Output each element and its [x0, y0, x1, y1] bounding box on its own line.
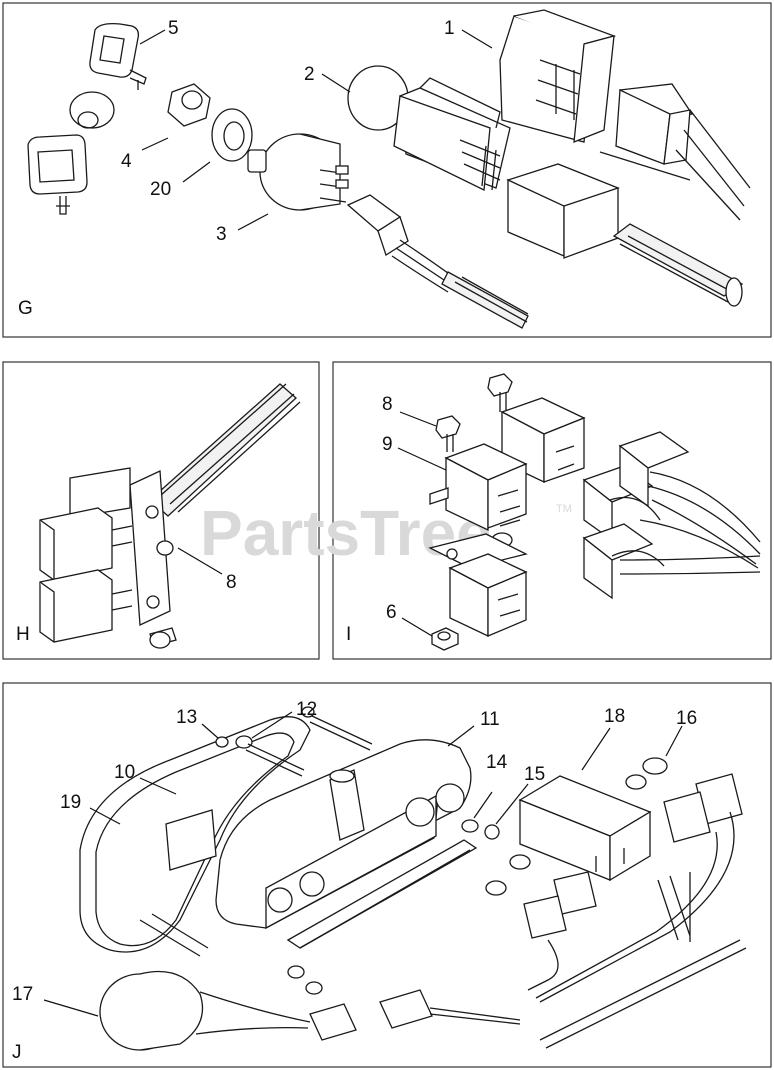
panel-i: PartsTree TM: [200, 361, 772, 660]
callout-j-14: 14: [486, 752, 508, 773]
relay-bracket-drawing: [39, 383, 301, 649]
callout-j-15: 15: [524, 764, 545, 785]
gasket-drawing: [79, 716, 311, 957]
panel-j: 13 12 11 18 16 10 19 14 15 17 J: [2, 682, 772, 1068]
relays-drawing: [428, 373, 586, 651]
callout-j-19: 19: [60, 792, 81, 813]
ignition-switch-drawing: [247, 133, 349, 211]
panel-label-i: I: [346, 624, 351, 645]
pto-switch-drawing: [347, 65, 511, 191]
keys-drawing: [27, 22, 147, 215]
panel-h-frame: [2, 361, 320, 660]
panel-g-frame: [2, 2, 772, 338]
washer-14-drawing: [461, 819, 479, 833]
callout-g-20: 20: [150, 179, 171, 200]
nut-15-drawing: [484, 824, 500, 840]
callout-g-1: 1: [444, 18, 455, 39]
panel-label-j: J: [12, 1042, 22, 1063]
callout-h-8: 8: [226, 572, 237, 593]
panel-j-frame: [2, 682, 772, 1068]
callout-j-17: 17: [12, 984, 33, 1005]
callout-g-4: 4: [121, 151, 132, 172]
callout-g-5: 5: [168, 18, 179, 39]
callout-j-10: 10: [114, 762, 135, 783]
panel-label-g: G: [18, 298, 33, 319]
nut-drawing: [167, 83, 211, 127]
callout-j-16: 16: [676, 708, 697, 729]
callout-i-6: 6: [386, 602, 397, 623]
rocker-switch-drawing: [499, 9, 617, 144]
rocker-harness-drawing: [506, 83, 751, 307]
watermark: PartsTree: [200, 497, 492, 569]
callout-i-9: 9: [382, 434, 393, 455]
callout-j-13: 13: [176, 707, 197, 728]
callout-j-11: 11: [480, 709, 500, 730]
relay-harness-drawing: [582, 431, 761, 600]
switch-18-drawing: [518, 775, 652, 882]
ignition-harness-drawing: [346, 194, 529, 329]
callout-i-8: 8: [382, 394, 393, 415]
callout-j-12: 12: [296, 699, 317, 720]
housing-drawing: [215, 739, 478, 995]
panel-h: 8 H: [2, 361, 320, 660]
panel-g: 5 1 2 4 20 3 G: [2, 2, 772, 338]
buzzer-drawing: [99, 970, 521, 1051]
panel-label-h: H: [16, 624, 30, 645]
callout-g-3: 3: [216, 224, 227, 245]
screw-drawing: [215, 706, 373, 777]
lock-washer-drawing: [211, 108, 253, 162]
panel-i-frame: [332, 361, 772, 660]
watermark-tm: TM: [556, 503, 572, 515]
callout-j-18: 18: [604, 706, 625, 727]
callout-g-2: 2: [304, 64, 315, 85]
bulbs-drawing: [485, 757, 747, 1049]
